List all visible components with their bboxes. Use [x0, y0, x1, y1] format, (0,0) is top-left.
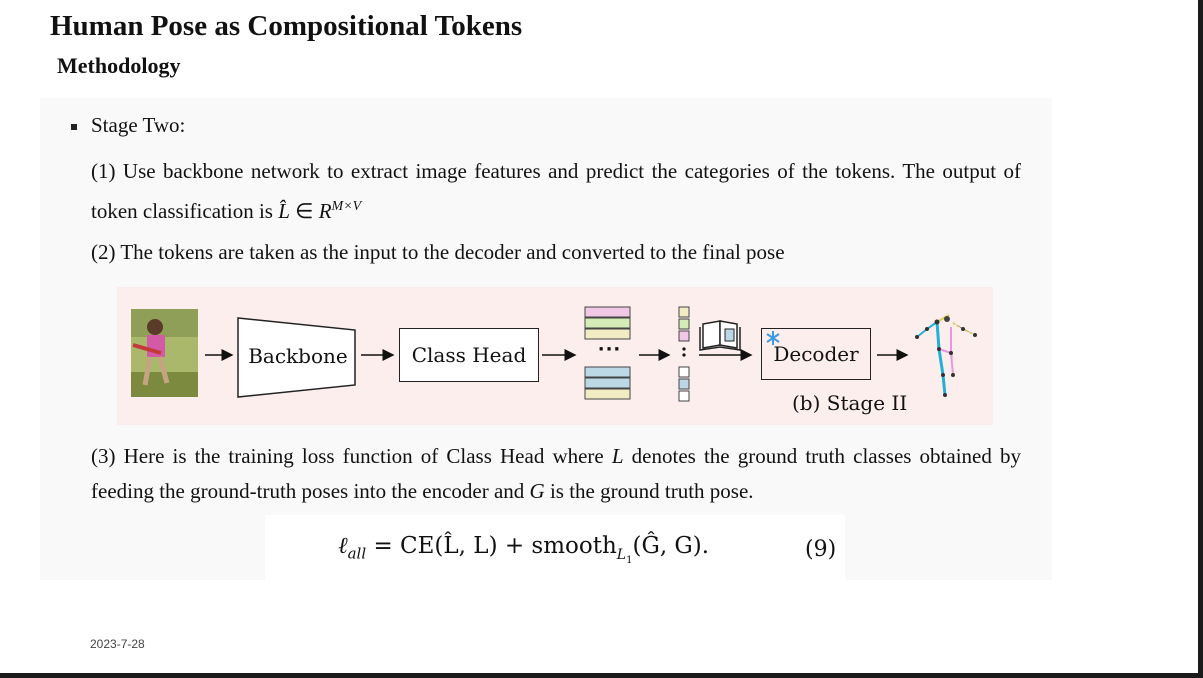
- backbone-trapezoid: [237, 317, 356, 398]
- eq-lhs: ℓ: [338, 533, 348, 559]
- math-l-hat: L̂: [278, 199, 290, 223]
- loss-equation: ℓall = CE(L̂, L) + smoothL1(Ĝ, G).: [338, 533, 709, 565]
- output-pose-skeleton: [915, 314, 977, 397]
- paragraph-step-3: (3) Here is the training loss function o…: [91, 439, 1021, 509]
- equation-panel: [265, 515, 845, 581]
- eq-sub-1: 1: [626, 554, 633, 566]
- snowflake-icon: [766, 331, 780, 345]
- slide-subtitle: Methodology: [57, 53, 181, 78]
- backbone-label: Backbone: [248, 344, 348, 368]
- step-3-text-b: denotes the ground truth classes obtaine…: [91, 444, 1021, 503]
- math-l: L: [611, 444, 624, 468]
- paragraph-step-2: (2) The tokens are taken as the input to…: [91, 240, 785, 264]
- step-3-text-a: (3) Here is the training loss function o…: [91, 444, 612, 468]
- token-index-column: [678, 306, 690, 402]
- class-head-box: Class Head: [399, 328, 539, 382]
- diagram-caption: (b) Stage II: [792, 391, 908, 415]
- input-image-thumbnail: [131, 309, 198, 397]
- codebook-icon: [699, 320, 741, 351]
- slide-title: Human Pose as Compositional Tokens: [50, 10, 523, 42]
- stage-ii-diagram: Backbone Class Head ··· Decoder (b) Stag…: [117, 287, 993, 425]
- window-frame-bottom: [0, 673, 1203, 678]
- token-logits-stack: [584, 306, 631, 400]
- math-in-symbol: ∈: [289, 199, 319, 223]
- token-ellipsis: ···: [597, 339, 622, 360]
- eq-lhs-subscript: all: [347, 544, 367, 563]
- math-r-superscript: M×V: [331, 199, 362, 214]
- eq-smooth-subscript: L1: [616, 546, 633, 566]
- slide-date: 2023-7-28: [90, 637, 145, 651]
- eq-tail: (Ĝ, G).: [632, 533, 710, 559]
- decoder-box: Decoder: [761, 328, 871, 380]
- eq-sub-l: L: [616, 546, 627, 563]
- eq-body: = CE(L̂, L) + smooth: [366, 533, 617, 559]
- diagram-graphics: [131, 306, 977, 402]
- window-frame-right: [1198, 0, 1203, 678]
- bullet-stage-two: Stage Two:: [91, 113, 186, 137]
- equation-number: (9): [805, 537, 837, 562]
- step-3-text-c: is the ground truth pose.: [544, 479, 754, 503]
- math-g: G: [529, 479, 545, 503]
- step-1-text: (1) Use backbone network to extract imag…: [91, 159, 1021, 223]
- math-r: R: [318, 199, 332, 223]
- bullet-square-icon: [71, 124, 77, 130]
- paragraph-step-1: (1) Use backbone network to extract imag…: [91, 154, 1021, 229]
